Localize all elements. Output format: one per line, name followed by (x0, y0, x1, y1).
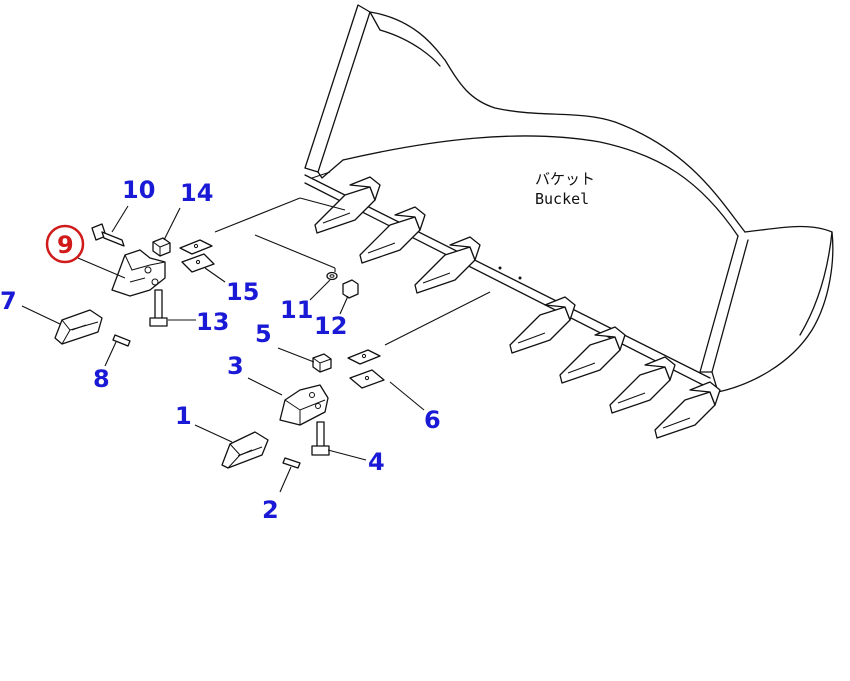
bucket-label-en: Buckel (535, 190, 589, 208)
assembly-lines (214, 197, 491, 346)
callout-leaders (21, 205, 425, 493)
part-7-tooth (54, 309, 103, 345)
bucket-outline (304, 4, 834, 393)
callout-14: 14 (180, 179, 213, 207)
part-5-nut (312, 353, 332, 373)
part-15-plates (179, 239, 215, 273)
part-3-adapter (279, 384, 329, 426)
part-11-washer (326, 271, 338, 281)
highlight-circle (45, 224, 85, 264)
callout-6: 6 (424, 406, 441, 434)
callout-4: 4 (368, 448, 385, 476)
callout-9: 9 (57, 231, 74, 259)
callout-15: 15 (226, 278, 259, 306)
callout-7: 7 (0, 287, 17, 315)
callout-2: 2 (262, 496, 279, 524)
part-8-pin (112, 334, 131, 347)
part-2-pin (282, 457, 301, 469)
part-6-plates (347, 349, 385, 389)
callout-5: 5 (255, 320, 272, 348)
callouts: 10 14 9 15 7 13 8 11 12 5 3 6 1 4 2 (0, 176, 441, 524)
part-4-bolt (311, 421, 330, 456)
callout-3: 3 (227, 352, 244, 380)
callout-10: 10 (122, 176, 155, 204)
callout-11: 11 (280, 296, 313, 324)
callout-8: 8 (93, 365, 110, 393)
part-14-nut (152, 237, 171, 257)
bucket-teeth (314, 176, 721, 439)
part-1-tooth (221, 431, 269, 469)
bucket-label-jp: バケット (535, 170, 595, 188)
callout-12: 12 (314, 312, 347, 340)
part-10-bolt (91, 223, 125, 247)
callout-1: 1 (175, 402, 192, 430)
part-12-nut (342, 279, 359, 299)
part-13-bolt (149, 289, 168, 327)
callout-13: 13 (196, 308, 229, 336)
part-9-adapter (111, 249, 166, 297)
